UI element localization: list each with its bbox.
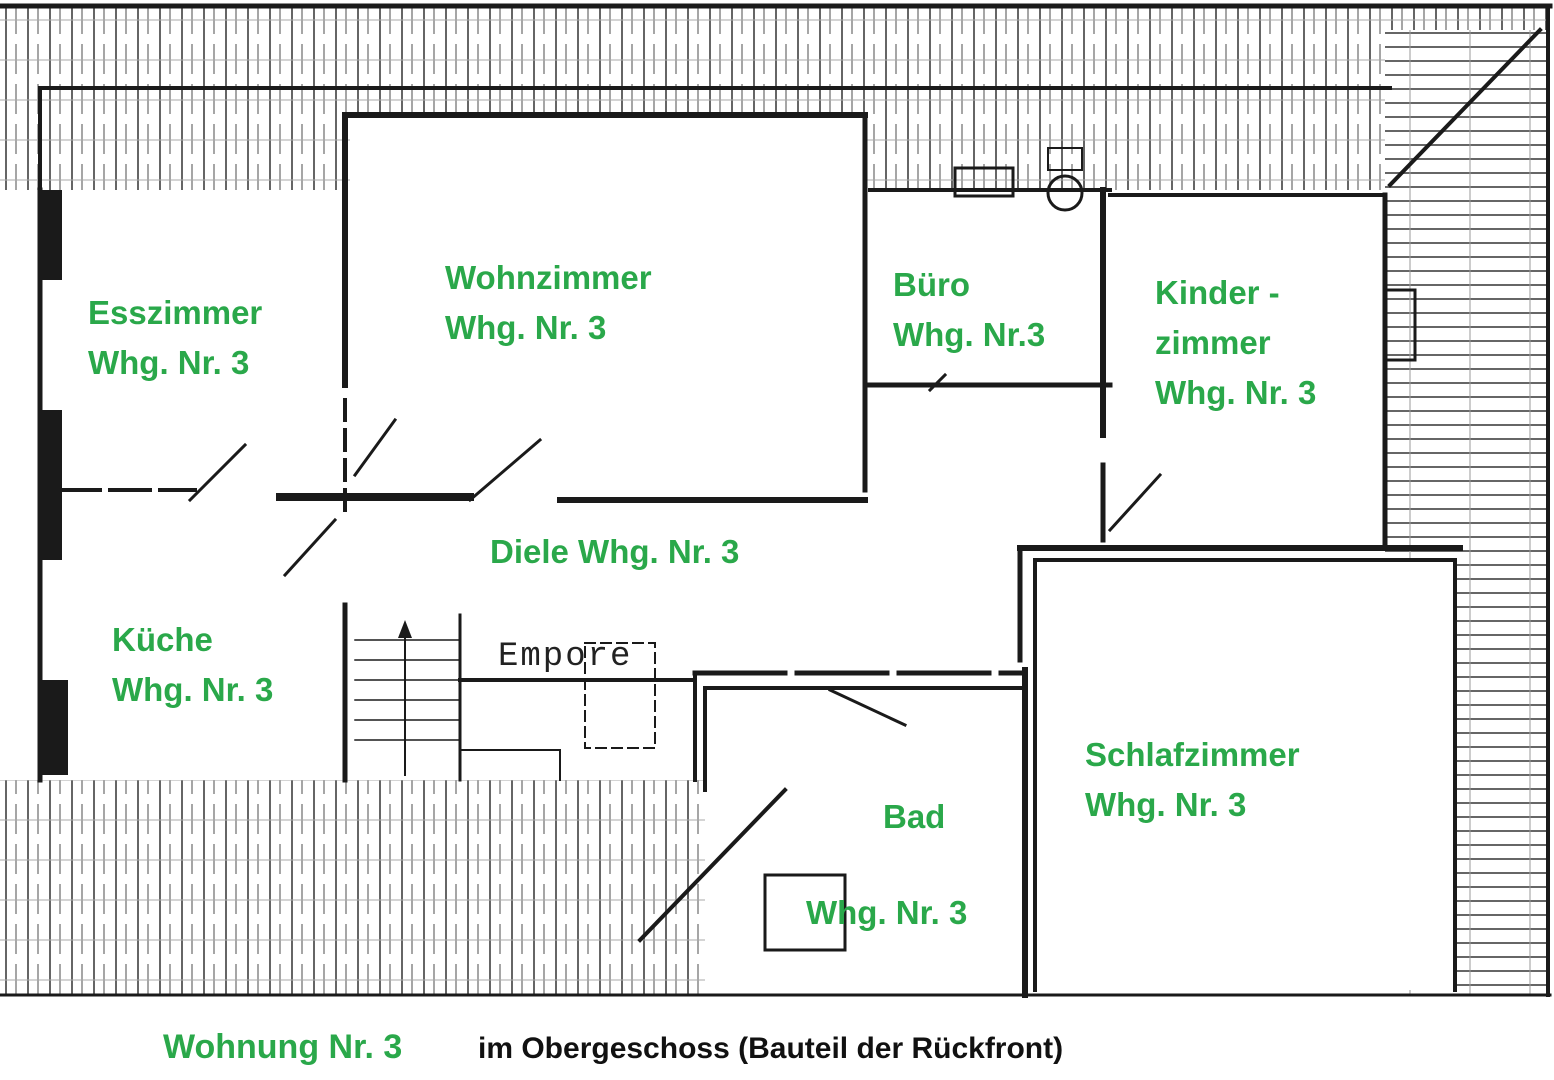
room-label-esszimmer: Esszimmer Whg. Nr. 3: [88, 288, 262, 388]
room-unit: Whg. Nr. 3: [1085, 786, 1247, 823]
room-name: Küche: [112, 621, 213, 658]
room-label-schlafzimmer: Schlafzimmer Whg. Nr. 3: [1085, 730, 1300, 830]
roof-hatching: [0, 5, 1550, 995]
empore-label: Empore: [498, 638, 633, 676]
room-name-line2: zimmer: [1155, 324, 1271, 361]
room-name: Büro: [893, 266, 970, 303]
room-label-kueche: Küche Whg. Nr. 3: [112, 615, 273, 715]
room-name: Wohnzimmer: [445, 259, 652, 296]
room-unit: Whg. Nr. 3: [445, 309, 607, 346]
room-name: Bad: [883, 798, 946, 835]
room-label-buero: Büro Whg. Nr.3: [893, 260, 1045, 360]
room-areas: [40, 115, 1455, 995]
caption-apartment: Wohnung Nr. 3: [163, 1028, 403, 1066]
room-name: Esszimmer: [88, 294, 263, 331]
floor-plan: [0, 3, 1553, 998]
room-name-line1: Kinder -: [1155, 274, 1280, 311]
room-label-bad-unit: Whg. Nr. 3: [806, 888, 967, 938]
room-label-wohnzimmer: Wohnzimmer Whg. Nr. 3: [445, 253, 652, 353]
room-unit: Whg. Nr. 3: [1155, 374, 1317, 411]
room-label-kinderzimmer: Kinder - zimmer Whg. Nr. 3: [1155, 268, 1316, 418]
walls: [0, 3, 1553, 998]
room-label-diele: Diele Whg. Nr. 3: [490, 527, 739, 577]
room-label-bad: Bad: [883, 792, 945, 842]
room-unit: Whg. Nr. 3: [88, 344, 250, 381]
room-name: Schlafzimmer: [1085, 736, 1300, 773]
plan-caption: Wohnung Nr. 3 im Obergeschoss (Bauteil d…: [0, 1028, 1554, 1076]
room-unit: Whg. Nr.3: [893, 316, 1046, 353]
room-name: Diele Whg. Nr. 3: [490, 533, 740, 570]
caption-location: im Obergeschoss (Bauteil der Rückfront): [478, 1032, 1064, 1065]
room-unit: Whg. Nr. 3: [112, 671, 274, 708]
room-unit: Whg. Nr. 3: [806, 894, 968, 931]
